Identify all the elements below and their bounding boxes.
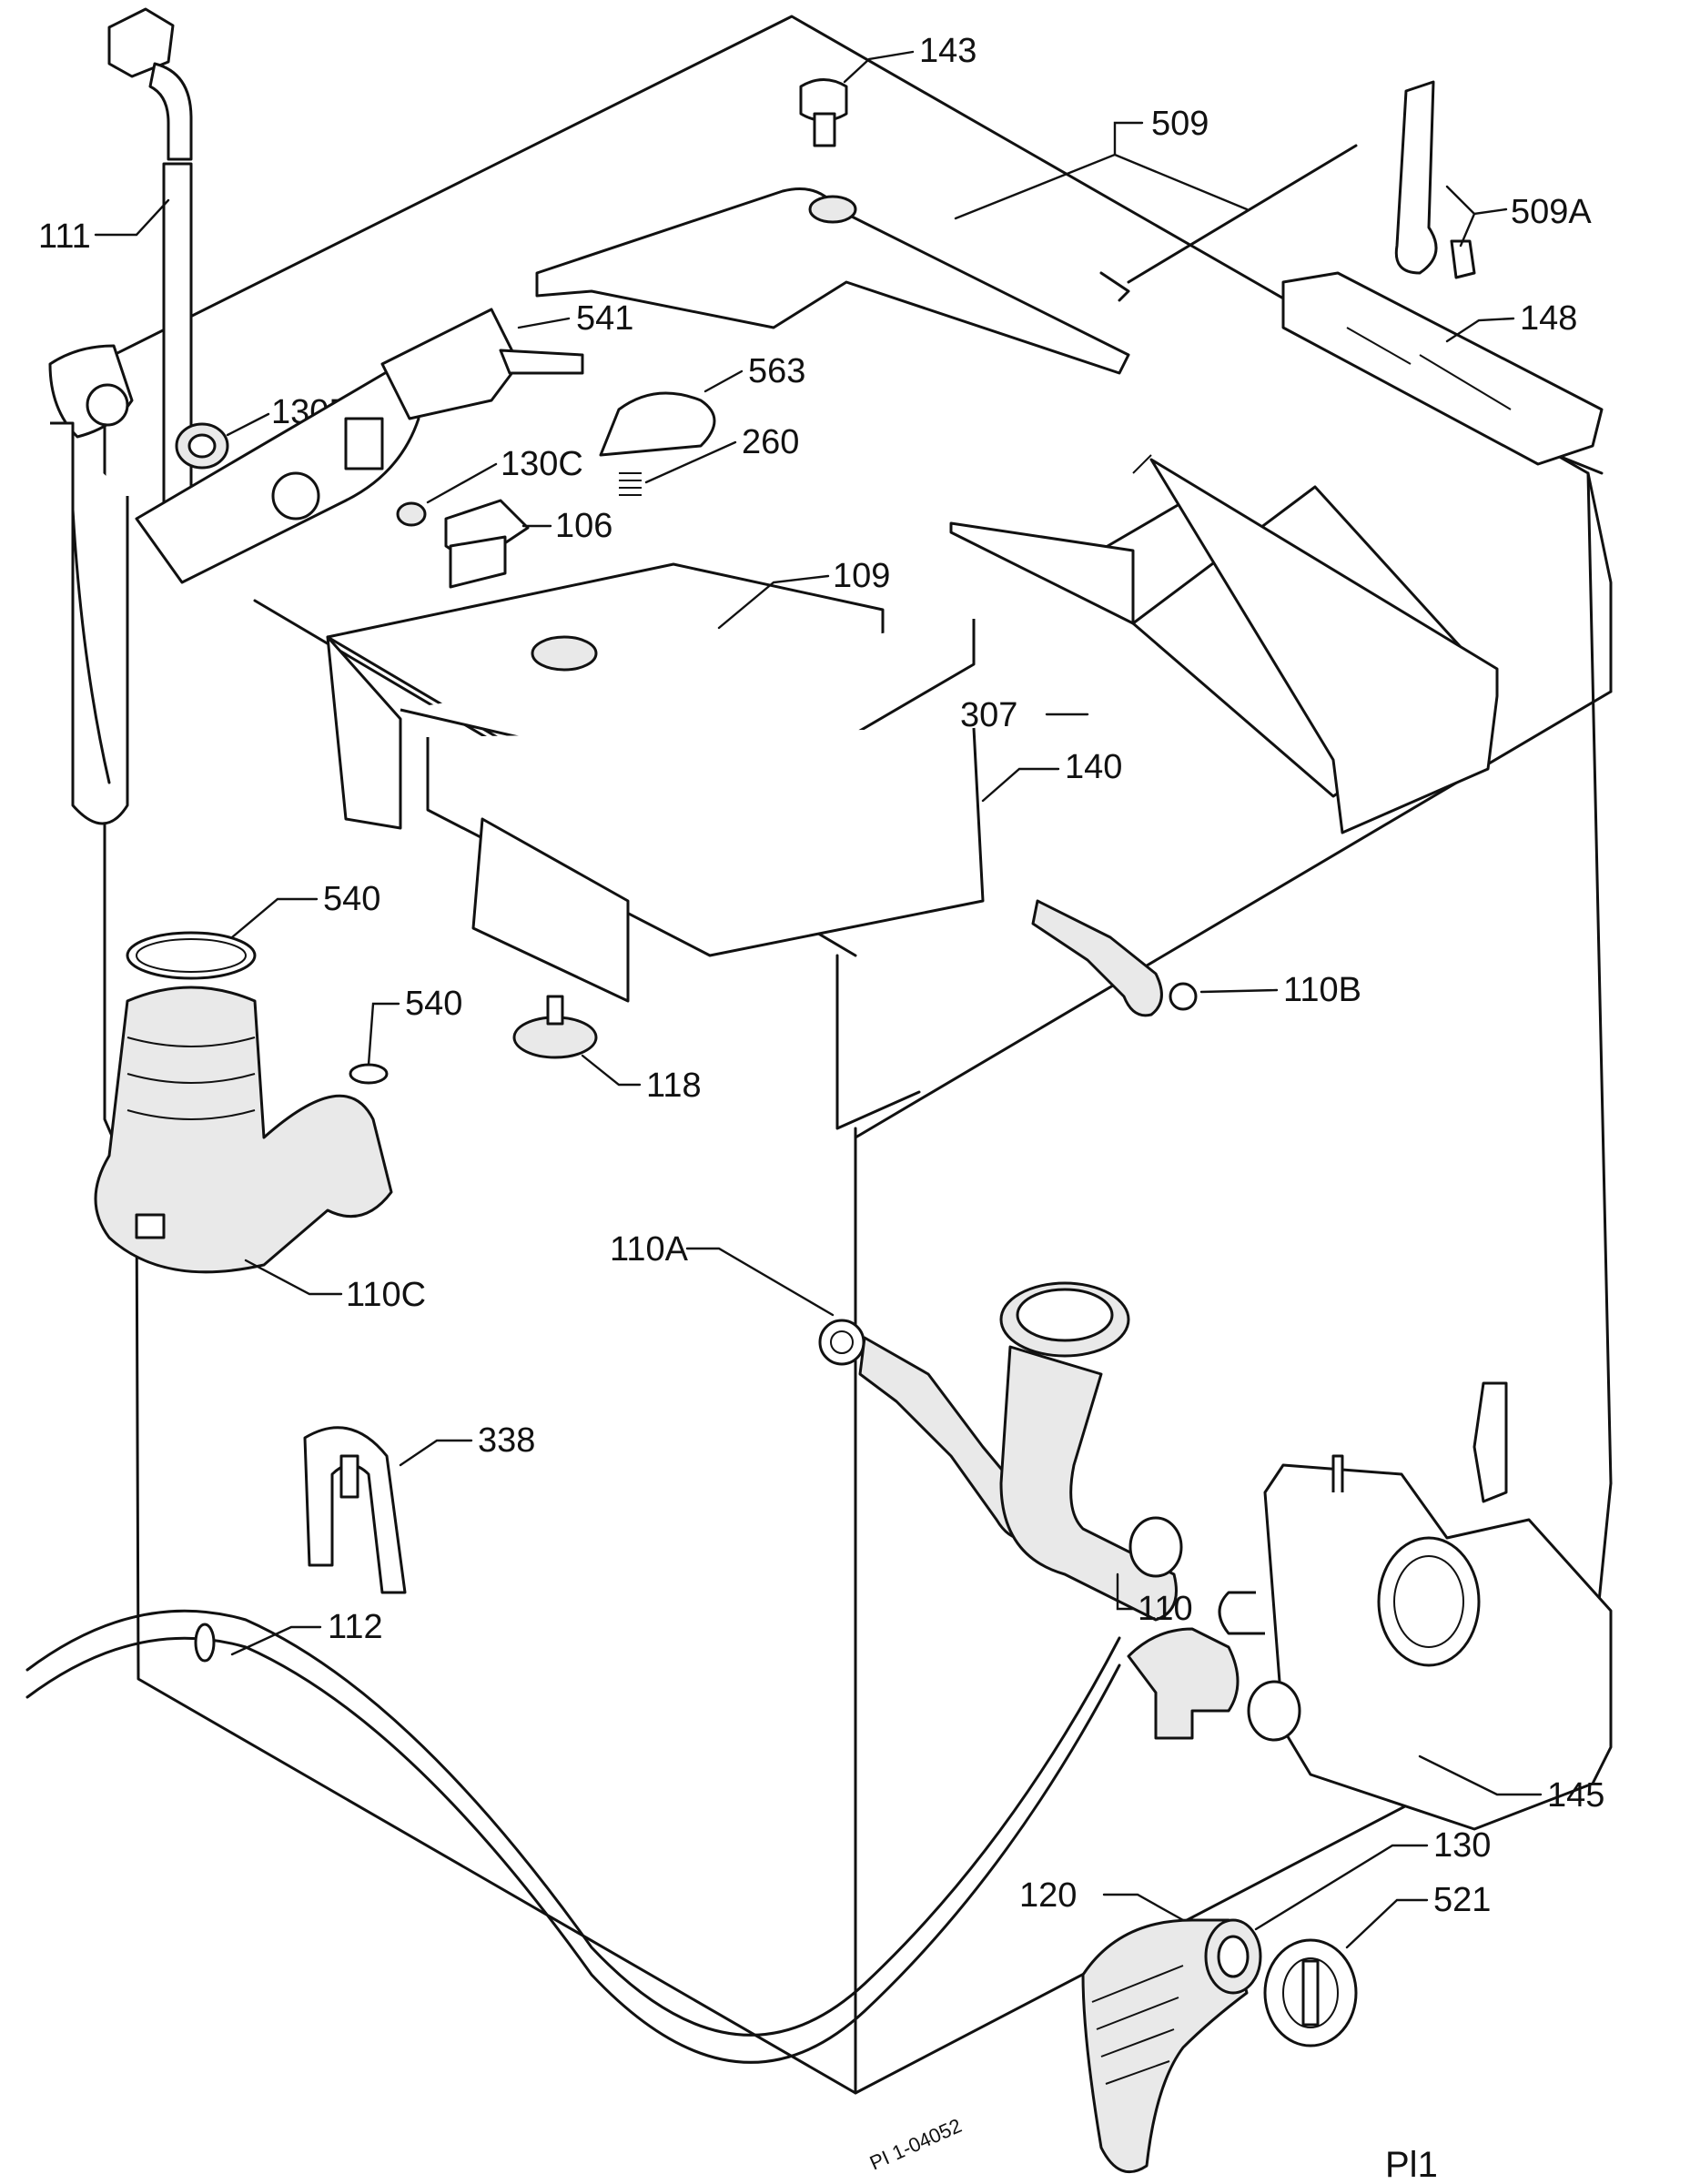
drawing-code: PI 1-04052 [866,2114,966,2175]
label-140: 140 [1065,748,1122,786]
part-109-dispenser-housing [326,562,985,1003]
part-145-pump-housing [1218,1381,1613,1831]
leader-120 [1102,1893,1185,1922]
leader-145 [1418,1754,1543,1796]
label-509: 509 [1151,105,1209,143]
leader-541 [517,317,571,329]
leader-110a [685,1247,835,1317]
leader-130b [226,412,270,437]
part-521-filter-cap [1263,1938,1358,2048]
label-118: 118 [646,1067,702,1105]
part-307-detergent-drawer [949,454,1499,834]
label-563: 563 [748,352,805,390]
leader-130c [426,462,498,504]
leader-143 [843,50,915,84]
label-148: 148 [1520,299,1577,338]
label-110b: 110B [1283,971,1361,1009]
leader-540-lower [367,1002,400,1067]
label-540-lower: 540 [405,985,462,1023]
label-541: 541 [576,299,633,338]
part-509-lever-rod [535,144,1358,375]
leader-521 [1345,1898,1429,1949]
leader-130 [1254,1844,1429,1931]
leader-260 [644,440,737,484]
leader-140 [981,767,1060,803]
part-111-inlet-hose [48,7,193,825]
leader-540-upper [230,897,319,939]
page-label: Pl1 [1385,2145,1438,2184]
label-109: 109 [833,557,890,595]
leader-110c [244,1259,343,1296]
part-540-clamp-upper [126,931,257,980]
leader-148 [1445,317,1515,343]
leader-509a [1445,185,1508,248]
part-110c-bellows [94,986,393,1274]
label-521: 521 [1433,1881,1491,1919]
label-130c: 130C [501,445,583,483]
part-338-clip [303,1426,407,1594]
label-143: 143 [919,32,977,70]
part-563-cover [599,391,716,457]
part-110b-hose [1031,899,1198,1017]
label-260: 260 [742,423,799,461]
label-130: 130 [1433,1826,1491,1865]
label-145: 145 [1547,1776,1604,1815]
part-130b-seal [175,422,229,470]
part-260-spring [619,472,642,496]
leader-509 [954,121,1249,220]
leader-112 [230,1625,322,1656]
part-112-drain-hose [25,1609,1240,2064]
label-509a: 509A [1511,193,1592,231]
label-338: 338 [478,1421,535,1460]
part-110-sump-hose [999,1281,1183,1622]
part-120-filter [1081,1918,1249,2174]
label-110: 110 [1138,1590,1193,1628]
leader-110 [1116,1572,1135,1611]
label-111: 111 [38,217,91,256]
label-112: 112 [328,1608,383,1646]
part-541-valve-bracket [135,308,584,584]
label-106: 106 [555,507,612,545]
part-148-drawer-handle [1281,271,1604,466]
part-143-knob [799,78,848,147]
leader-338 [399,1439,473,1467]
part-509a-lever [1394,80,1476,279]
leader-118 [581,1054,642,1087]
label-540-upper: 540 [323,880,380,918]
leader-110b [1199,988,1279,994]
label-307: 307 [960,696,1017,734]
label-110c: 110C [346,1276,426,1314]
label-120: 120 [1019,1876,1077,1915]
leader-109 [717,574,830,630]
leader-563 [703,369,744,393]
label-110a: 110A [610,1230,689,1269]
part-540-clamp-lower [349,1063,389,1085]
part-118-impeller [512,995,598,1059]
part-130-seal [1204,1918,1262,1995]
part-130c-106-switch [396,499,530,589]
leader-111 [94,198,170,237]
